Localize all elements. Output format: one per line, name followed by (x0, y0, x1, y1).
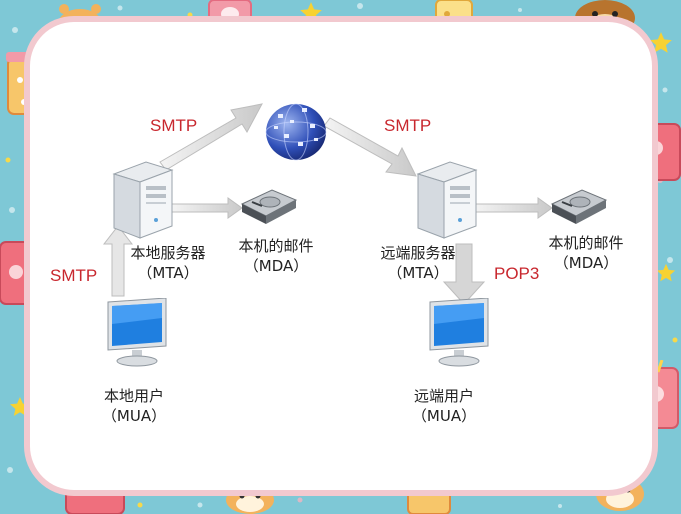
hard-disk-icon (240, 189, 298, 224)
star-icon (656, 263, 676, 282)
local-server-label: 本地服务器 （MTA） (118, 243, 218, 283)
arrow-local-server-to-mda (171, 197, 243, 219)
content-card (30, 22, 652, 490)
star-icon (10, 397, 30, 416)
local-mda-name: 本机的邮件 (238, 237, 314, 255)
protocol-label-smtp-local-to-internet: SMTP (150, 116, 198, 135)
protocol-label-smtp-user-to-server: SMTP (50, 266, 98, 285)
remote-mda-role: （MDA） (553, 254, 619, 272)
local-mda-label: 本机的邮件 （MDA） (226, 236, 326, 276)
hamster-icon (226, 486, 274, 514)
arrow-local-server-to-internet (159, 103, 263, 171)
arrow-remote-server-to-user (442, 243, 486, 305)
star-icon (300, 2, 322, 23)
local-server-role: （MTA） (137, 264, 199, 282)
remote-mda-label: 本机的邮件 （MDA） (536, 233, 636, 273)
monitor-icon (107, 298, 167, 367)
server-icon (112, 161, 174, 239)
hard-disk-icon (550, 189, 608, 224)
remote-server-label: 远端服务器 （MTA） (368, 243, 468, 283)
globe-icon (265, 103, 327, 161)
protocol-label-smtp-internet-to-remote: SMTP (384, 116, 432, 135)
local-server-name: 本地服务器 (130, 244, 206, 262)
arrow-remote-server-to-mda (473, 197, 553, 219)
local-mda-role: （MDA） (243, 257, 309, 275)
remote-user-role: （MUA） (411, 407, 477, 425)
server-icon (416, 161, 478, 239)
protocol-label-pop3: POP3 (494, 264, 540, 283)
local-user-role: （MUA） (101, 407, 167, 425)
remote-server-role: （MTA） (387, 264, 449, 282)
remote-user-label: 远端用户 （MUA） (394, 386, 494, 426)
arrow-local-user-to-server (102, 225, 134, 297)
remote-user-name: 远端用户 (413, 387, 474, 405)
local-user-name: 本地用户 (103, 387, 164, 405)
arrow-internet-to-remote-server (323, 117, 417, 177)
local-user-label: 本地用户 （MUA） (84, 386, 184, 426)
star-icon (650, 32, 672, 53)
remote-server-name: 远端服务器 (380, 244, 456, 262)
monitor-icon (429, 298, 489, 367)
remote-mda-name: 本机的邮件 (548, 234, 624, 252)
